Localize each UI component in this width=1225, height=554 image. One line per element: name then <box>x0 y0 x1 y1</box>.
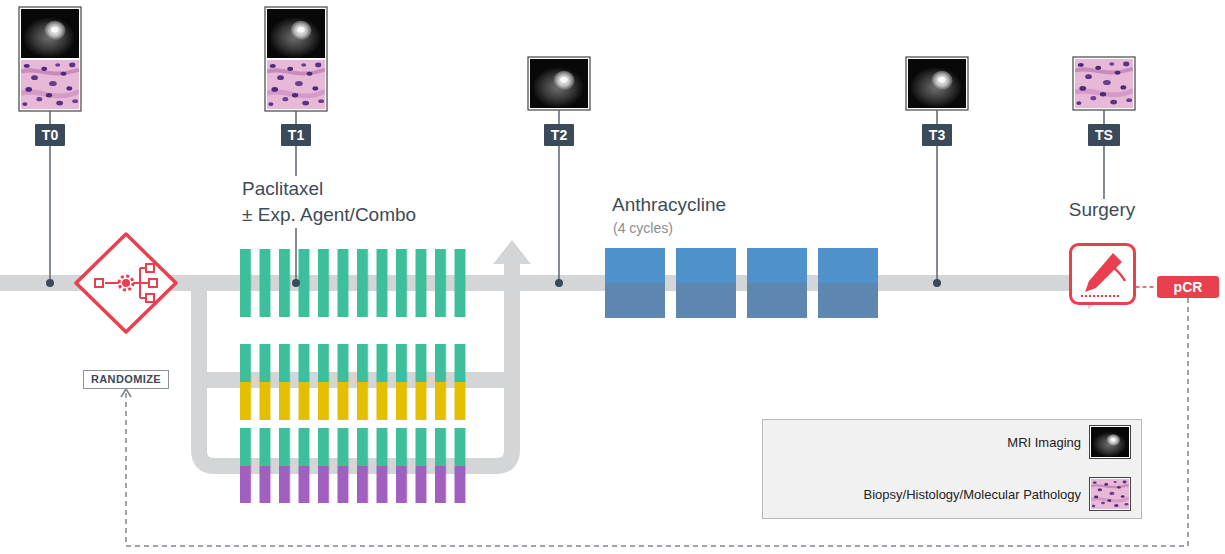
cycle-block <box>747 248 807 283</box>
legend-text: Biopsy/Histology/Molecular Pathology <box>864 487 1082 502</box>
icon-wire <box>105 282 119 284</box>
timepoint-dot <box>555 279 563 287</box>
leader-line <box>49 111 51 124</box>
mri-thumbnail <box>267 9 325 58</box>
paclitaxel-bars <box>240 249 466 317</box>
mri-thumbnail <box>530 59 588 108</box>
leader-line <box>49 146 51 280</box>
paclitaxel-bars <box>240 428 466 466</box>
phase-label: Paclitaxel ± Exp. Agent/Combo <box>240 176 418 228</box>
node-text: Surgery <box>1069 199 1136 221</box>
randomize-box: RANDOMIZE <box>83 370 169 389</box>
mri-thumbnail <box>908 59 966 108</box>
timepoint-connector <box>1103 146 1105 199</box>
node-text: T1 <box>288 124 304 146</box>
legend-row: MRI Imaging <box>773 425 1131 459</box>
histology-thumbnail <box>21 60 79 109</box>
icon-gear-hub <box>123 280 129 286</box>
hand-symbol <box>1109 263 1125 281</box>
timepoint-dot <box>933 279 941 287</box>
leader-line <box>558 146 560 280</box>
node-text: TS <box>1095 124 1113 146</box>
thumbnail-frame <box>1073 57 1135 110</box>
cycle-note: (4 cycles) <box>611 219 675 237</box>
mri-thumbnail <box>21 9 79 58</box>
feedback-arrow <box>126 298 1188 546</box>
histology-thumbnail <box>1075 59 1133 108</box>
surgery-box: Surgery <box>1069 199 1136 305</box>
timepoint-dot <box>46 279 54 287</box>
timepoint-tag: T1 <box>281 124 311 146</box>
node-text: T3 <box>929 124 945 146</box>
node-text: T0 <box>42 124 58 146</box>
icon-square <box>146 294 154 302</box>
surgery-outline <box>1070 245 1134 304</box>
leader-line <box>295 111 297 124</box>
icon-wire <box>140 282 149 284</box>
cycle-block <box>605 283 665 318</box>
incision-line <box>1081 295 1119 297</box>
thumbnail-frame <box>19 7 81 111</box>
cycle-block <box>676 283 736 318</box>
paclitaxel-bars <box>240 344 466 382</box>
outcome-connector <box>1136 286 1157 288</box>
leader-line <box>558 110 560 124</box>
randomize-diamond <box>76 234 176 332</box>
merge-arrowhead <box>493 240 531 264</box>
icon-gear <box>119 276 133 290</box>
leader-line <box>936 146 938 280</box>
thumbnail-frame <box>1090 478 1131 511</box>
cycle-block <box>818 283 878 318</box>
agent-bars <box>240 382 466 420</box>
thumbnail-frame <box>528 57 590 110</box>
cycle-block <box>818 248 878 283</box>
surgery-icon <box>1069 243 1136 305</box>
icon-square <box>146 264 154 272</box>
node-text: pCR <box>1174 276 1203 298</box>
thumbnail-frame <box>906 57 968 110</box>
cycle-block <box>676 248 736 283</box>
timepoint-tag: TS <box>1088 124 1120 146</box>
cycle-block <box>605 248 665 283</box>
timepoint-dot <box>292 279 300 287</box>
legend-sample <box>1089 425 1131 459</box>
thumbnail-frame <box>265 7 327 111</box>
timepoint-tag: T3 <box>922 124 952 146</box>
randomize-icon <box>95 264 157 302</box>
legend-row: Biopsy/Histology/Molecular Pathology <box>773 477 1131 511</box>
icon-square <box>95 279 103 287</box>
legend-text: MRI Imaging <box>1007 435 1081 450</box>
outcome-box: pCR <box>1157 276 1220 298</box>
cycle-block <box>747 283 807 318</box>
agent-bars <box>240 466 466 503</box>
legend-box: MRI ImagingBiopsy/Histology/Molecular Pa… <box>762 419 1142 519</box>
node-text: T2 <box>551 124 567 146</box>
thumbnail-frame <box>1090 426 1131 459</box>
leader-line <box>936 110 938 124</box>
timepoint-tag: T2 <box>544 124 574 146</box>
timepoint-tag: T0 <box>35 124 65 146</box>
legend-thumbnail <box>1091 427 1129 457</box>
node-text: RANDOMIZE <box>91 372 161 387</box>
histology-thumbnail <box>267 60 325 109</box>
leader-line <box>1103 110 1105 124</box>
legend-thumbnail <box>1091 479 1129 509</box>
icon-square <box>149 279 157 287</box>
legend-sample <box>1089 477 1131 511</box>
scalpel-symbol <box>1085 253 1122 292</box>
phase-label: Anthracycline <box>610 193 728 217</box>
leader-lines <box>50 110 1104 280</box>
